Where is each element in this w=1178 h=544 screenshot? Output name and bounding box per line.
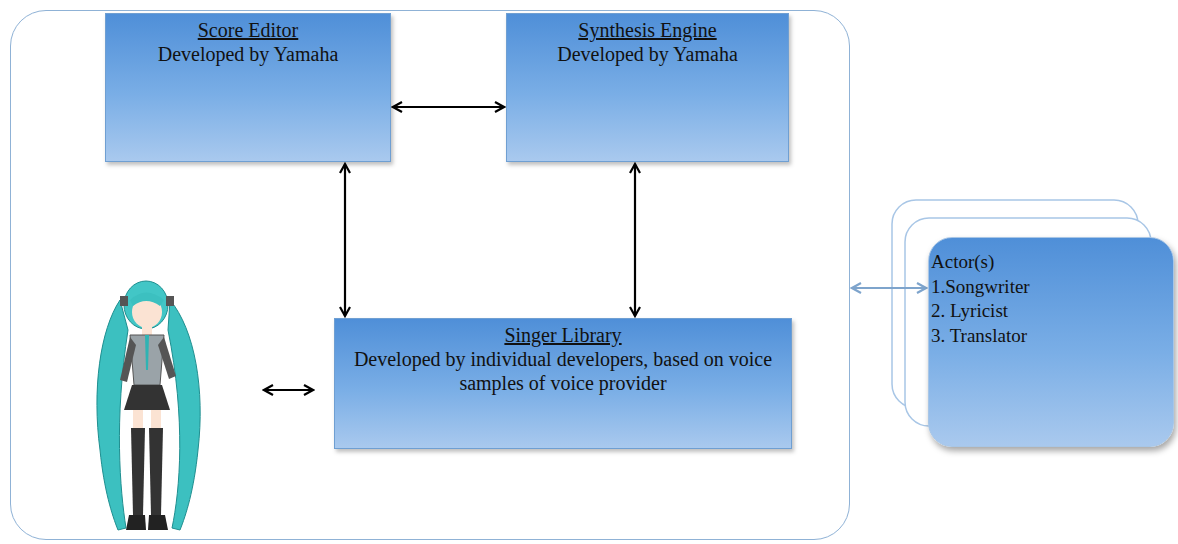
- box-text: 3. Translator: [931, 324, 1165, 349]
- actor-card: Actor(s)1.Songwriter2. Lyricist3. Transl…: [928, 237, 1174, 447]
- system-boundary: Score EditorDeveloped by YamahaSynthesis…: [10, 10, 850, 540]
- connector-arrow: [634, 164, 636, 316]
- box-heading: Singer Library: [343, 323, 783, 347]
- box-heading: Score Editor: [114, 18, 382, 42]
- box-text: Developed by Yamaha: [515, 42, 780, 66]
- box-heading: Synthesis Engine: [515, 18, 780, 42]
- component-box: Score EditorDeveloped by Yamaha: [105, 13, 391, 162]
- box-text: 2. Lyricist: [931, 299, 1165, 324]
- connector-arrow: [852, 287, 926, 289]
- connector-arrow: [393, 106, 504, 108]
- box-text: Developed by individual developers, base…: [343, 347, 783, 395]
- box-heading: Actor(s): [931, 250, 1165, 275]
- figure-arrow: [264, 389, 313, 391]
- connector-arrow: [344, 164, 346, 316]
- component-box: Singer LibraryDeveloped by individual de…: [334, 318, 792, 449]
- component-box: Synthesis EngineDeveloped by Yamaha: [506, 13, 789, 162]
- box-text: 1.Songwriter: [931, 275, 1165, 300]
- character-illustration: [97, 281, 200, 530]
- box-text: Developed by Yamaha: [114, 42, 382, 66]
